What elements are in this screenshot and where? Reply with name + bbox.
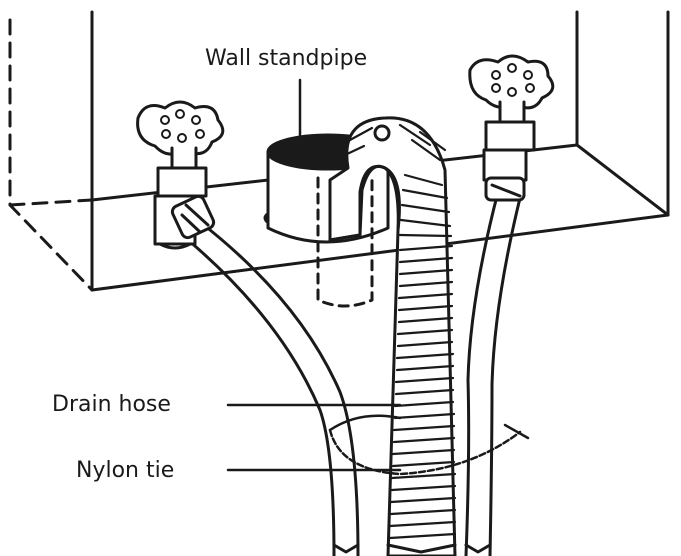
drain-hose-label: Drain hose — [52, 392, 171, 417]
drain-hose — [328, 116, 457, 556]
corrugation-rings — [343, 123, 457, 540]
drain-hook — [328, 165, 401, 242]
standpipe-hidden-inner — [316, 176, 374, 308]
nylon-tie — [328, 414, 530, 476]
drain-hose-outline — [328, 116, 457, 556]
right-inlet-hose — [464, 190, 522, 556]
right-valve-handle-icon — [468, 54, 555, 110]
dashed-back-edge — [8, 198, 94, 207]
wall-standpipe-label: Wall standpipe — [205, 46, 368, 71]
wall-box — [8, 10, 670, 292]
leader-lines — [226, 78, 402, 472]
hook-hole — [373, 124, 391, 142]
nylon-tie-label: Nylon tie — [76, 458, 175, 483]
left-valve — [136, 100, 225, 250]
shelf-back-edge — [90, 143, 670, 217]
dashed-left-edge — [8, 18, 94, 292]
left-inlet-hose — [186, 220, 360, 556]
left-valve-handle-icon — [136, 100, 225, 156]
shelf-front-edge — [90, 213, 670, 292]
right-valve — [468, 54, 555, 202]
